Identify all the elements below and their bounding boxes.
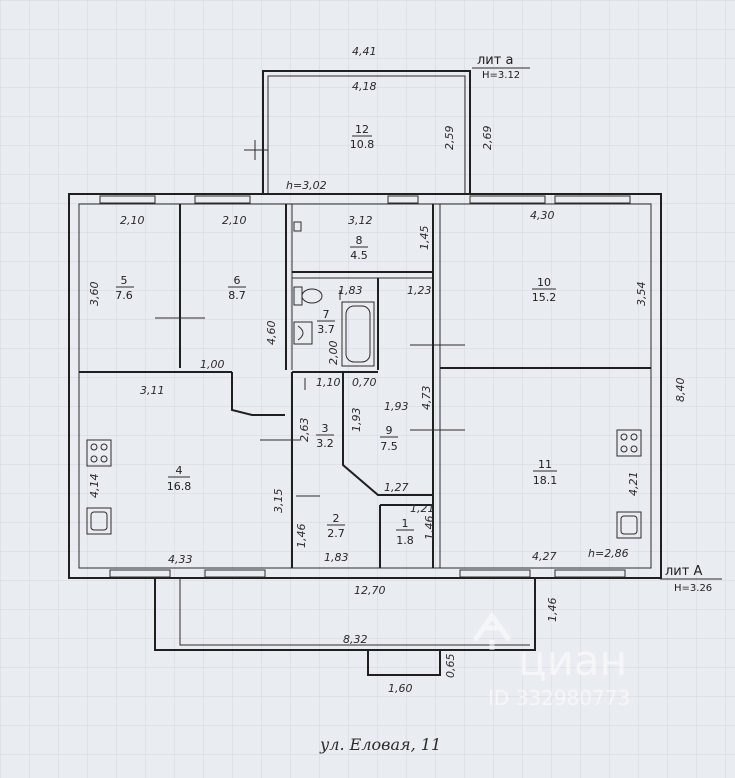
room-number: 7	[323, 308, 330, 321]
veranda-walls	[244, 70, 471, 194]
dimension: 3,12	[348, 214, 373, 227]
dimension: 4,73	[420, 386, 433, 411]
dimension: 1,60	[388, 682, 413, 695]
dimension: 4,30	[530, 209, 555, 222]
room-number: 2	[333, 512, 340, 525]
dimension: 2,69	[481, 126, 494, 151]
bathtub-icon	[341, 301, 375, 367]
room-number: 9	[386, 424, 393, 437]
dimension: 3,54	[635, 282, 648, 307]
room-number: 4	[176, 464, 183, 477]
room-area: 10.8	[350, 138, 375, 151]
room-area: 3.7	[317, 323, 335, 336]
dimension: 4,18	[352, 80, 377, 93]
dimension: 1,46	[295, 524, 308, 549]
dimension: 2,10	[120, 214, 145, 227]
dimension: 4,27	[532, 550, 557, 563]
stove-icon	[616, 429, 642, 457]
room-number: 10	[537, 276, 551, 289]
street-address: ул. Еловая, 11	[319, 735, 441, 754]
room-area: 8.7	[228, 289, 246, 302]
vent-icon	[293, 221, 302, 232]
stove-icon	[86, 439, 112, 467]
dimension: 3,15	[272, 489, 285, 514]
dimension: 1,46	[546, 598, 559, 623]
dimension: 1,10	[316, 376, 341, 389]
dimension: 4,60	[265, 321, 278, 346]
dimension: 4,14	[88, 474, 101, 499]
dimension: 1,93	[350, 408, 363, 433]
dimension: 1,46	[423, 516, 436, 541]
dimension: 1,83	[338, 284, 363, 297]
dimension: 1,21	[410, 502, 435, 515]
lit-a-label: лит а	[477, 53, 513, 68]
room-number: 3	[322, 422, 329, 435]
sink-icon	[86, 507, 112, 535]
room-area: 7.6	[115, 289, 133, 302]
room-labels: 12 10.8 5 7.6 6 8.7 8 4.5 7 3.7 10 15.2 …	[115, 123, 557, 547]
room-area: 3.2	[316, 437, 334, 450]
sink-icon	[616, 511, 642, 539]
windows	[99, 195, 631, 578]
dimension: 8,40	[674, 378, 687, 403]
fixtures	[86, 221, 642, 539]
dimension: 4,21	[627, 472, 640, 497]
dimension: 1,23	[407, 284, 432, 297]
room-area: 16.8	[167, 480, 192, 493]
room-number: 5	[121, 274, 128, 287]
main-outer-walls	[68, 193, 662, 579]
dimension: 1,93	[384, 400, 409, 413]
interior-partitions	[79, 204, 651, 568]
washbasin-icon	[293, 321, 313, 345]
dimension: 3,60	[88, 282, 101, 307]
room-number: 12	[355, 123, 369, 136]
room-number: 6	[234, 274, 241, 287]
ceiling-height-right: h=2,86	[588, 547, 629, 560]
dimension-labels: 4,41 4,18 2,59 2,69 2,10 2,10 3,12 4,30 …	[88, 45, 687, 695]
room-area: 15.2	[532, 291, 557, 304]
lit-a-height: Н=3.12	[482, 70, 520, 81]
dimension: 12,70	[354, 584, 386, 597]
room-area: 2.7	[327, 527, 345, 540]
room-number: 8	[356, 234, 363, 247]
ceiling-height-main: h=3,02	[286, 179, 327, 192]
watermark-brand: циан	[518, 636, 627, 685]
room-area: 18.1	[533, 474, 558, 487]
dimension: 2,00	[327, 341, 340, 366]
lit-A-height: Н=3.26	[674, 583, 712, 594]
watermark-id: ID 332980773	[488, 686, 630, 710]
dimension: 0,65	[444, 654, 457, 679]
dimension: 1,45	[418, 226, 431, 251]
dimension: 1,27	[384, 481, 409, 494]
room-area: 1.8	[396, 534, 414, 547]
dimension: 2,63	[298, 418, 311, 443]
dimension: 3,11	[140, 384, 165, 397]
room-area: 4.5	[350, 249, 368, 262]
dimension: 1,00	[200, 358, 225, 371]
room-area: 7.5	[380, 440, 398, 453]
porch	[154, 578, 536, 676]
cian-watermark: циан ID 332980773	[472, 611, 630, 710]
dimension: 1,83	[324, 551, 349, 564]
dimension: 2,10	[222, 214, 247, 227]
dimension: 2,59	[443, 126, 456, 151]
toilet-icon	[293, 286, 323, 306]
lit-A-label: лит А	[665, 564, 702, 579]
dimension: 0,70	[352, 376, 377, 389]
dimension: 4,33	[168, 553, 193, 566]
room-number: 1	[402, 517, 409, 530]
dimension: 8,32	[343, 633, 368, 646]
room-number: 11	[538, 458, 552, 471]
dimension: 4,41	[352, 45, 377, 58]
